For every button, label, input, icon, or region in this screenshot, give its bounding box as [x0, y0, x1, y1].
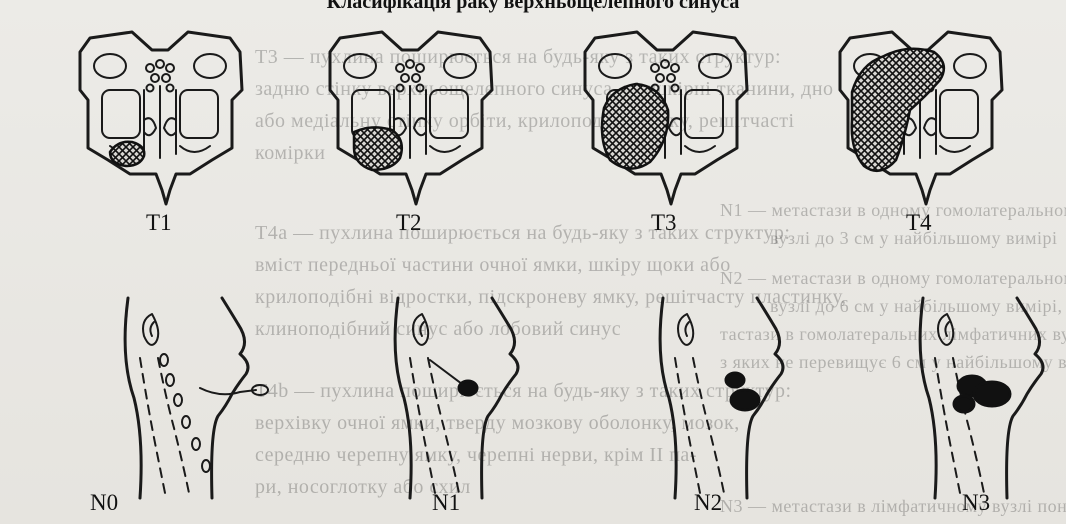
sinus-diagram-t2	[330, 32, 492, 204]
neck-diagram-n0	[125, 298, 268, 498]
stage-label-n0: N0	[90, 490, 118, 516]
stage-label-n1: N1	[432, 490, 460, 516]
sinus-diagram-t3	[585, 32, 747, 204]
sinus-diagram-t4	[840, 32, 1002, 204]
stage-label-n3: N3	[962, 490, 990, 516]
stage-label-t1: T1	[146, 210, 172, 236]
stage-label-t2: T2	[396, 210, 422, 236]
sinus-diagram-t1	[80, 32, 242, 204]
stage-label-t4: T4	[906, 210, 932, 236]
neck-diagram-n3	[920, 298, 1043, 498]
neck-diagram-n1	[395, 298, 518, 498]
neck-diagram-n2	[660, 298, 783, 498]
stage-label-t3: T3	[651, 210, 677, 236]
stage-label-n2: N2	[694, 490, 722, 516]
